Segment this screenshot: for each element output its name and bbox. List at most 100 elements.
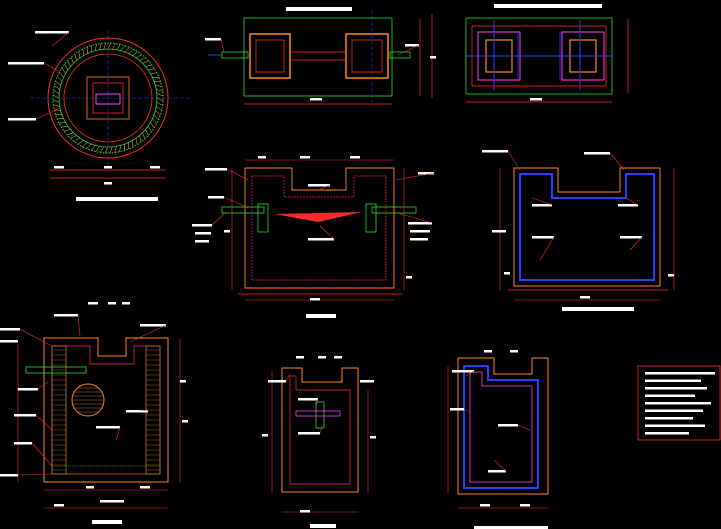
small-section-pipe <box>315 401 325 429</box>
small-section-inner-wall <box>289 375 351 485</box>
dimension-text <box>310 298 320 301</box>
ring-hatch-tick <box>52 99 60 103</box>
annotation-label <box>532 236 554 239</box>
annotation-label <box>192 224 212 227</box>
annotation-leader <box>285 373 291 382</box>
plan-a-chamber-right-wall <box>345 33 389 79</box>
dimension-text <box>484 350 492 353</box>
ring-hatch-tick <box>90 45 93 52</box>
dimension-text <box>86 486 94 489</box>
top-plan-b-view <box>465 17 629 103</box>
annotation-label <box>492 230 506 233</box>
note-line <box>645 387 707 390</box>
ring-hatch-tick <box>67 132 74 136</box>
annotation-label <box>418 172 434 175</box>
notes-box-lines <box>645 372 715 435</box>
ring-hatch-tick <box>156 102 163 106</box>
dimension-text <box>310 98 322 101</box>
annotation-leader <box>395 172 435 181</box>
ring-hatch-tick <box>99 43 102 50</box>
annotation-leader <box>31 442 53 467</box>
ring-hatch-tick <box>123 144 126 151</box>
ring-hatch-tick <box>57 76 63 82</box>
annotation-label <box>8 62 44 65</box>
annotation-leader <box>539 236 555 261</box>
dimension-text <box>140 486 150 489</box>
ring-hatch-tick <box>155 110 161 116</box>
annotation-label <box>620 236 642 239</box>
detail-outer-wall <box>43 337 169 483</box>
annotation-label <box>268 380 286 383</box>
annotation-leader <box>43 62 61 73</box>
dimension-text <box>296 356 304 359</box>
annotation-label <box>54 314 78 317</box>
ring-hatch-tick <box>64 64 69 71</box>
view-title-bar <box>474 526 548 529</box>
annotation-leader <box>37 381 49 390</box>
annotation-leader <box>220 38 225 53</box>
dimension-text <box>54 504 64 507</box>
annotation-label <box>140 324 166 327</box>
ring-hatch-tick <box>53 104 60 107</box>
dimension-text <box>258 156 266 159</box>
longitudinal-section-view <box>221 159 417 301</box>
ring-hatch-tick <box>67 60 71 67</box>
dimension-text <box>300 156 310 159</box>
ring-hatch-tick <box>120 45 126 51</box>
annotation-label <box>405 44 419 47</box>
annotation-label <box>410 230 430 233</box>
long-section-inlet-tee <box>257 203 269 233</box>
ring-hatch-tick <box>61 125 68 128</box>
long-section-inlet-pipe <box>221 206 265 214</box>
ring-hatch-tick <box>135 138 138 145</box>
annotation-leader <box>629 236 643 251</box>
small-section-right-outer <box>457 357 549 495</box>
annotation-leader <box>531 197 553 206</box>
ring-hatch-tick <box>54 109 61 111</box>
dimension-text <box>300 510 310 513</box>
ring-hatch-tick <box>86 143 92 149</box>
ring-hatch-tick <box>128 49 134 54</box>
ring-hatch-tick <box>90 145 96 151</box>
annotation-label <box>618 204 638 207</box>
plan-a-outlet-pipe <box>389 51 411 59</box>
ring-hatch-tick <box>156 97 164 101</box>
annotation-leader <box>35 107 61 120</box>
ring-hatch-tick <box>124 47 130 53</box>
annotation-label <box>308 238 334 241</box>
drawing-labels <box>0 4 674 529</box>
view-title-bar <box>92 520 122 524</box>
annotation-label <box>0 340 18 343</box>
annotation-leader <box>129 324 167 343</box>
ring-hatch-tick <box>53 90 60 94</box>
annotation-label <box>408 222 432 225</box>
ring-hatch-tick <box>145 129 149 136</box>
ring-hatch-tick <box>78 51 81 58</box>
dimension-text <box>520 504 530 507</box>
annotation-label <box>126 410 148 413</box>
view-title-bar <box>286 7 352 11</box>
dimension-text <box>334 356 342 359</box>
dimension-text <box>88 302 98 305</box>
annotation-leader <box>226 168 249 181</box>
annotation-leader <box>393 211 433 224</box>
annotation-leader <box>51 31 70 47</box>
annotation-label <box>195 240 209 243</box>
annotation-leader <box>493 459 507 472</box>
view-title-bar <box>494 4 602 8</box>
annotation-leader <box>19 328 53 347</box>
note-line <box>645 424 705 427</box>
ring-hatch-tick <box>139 57 146 61</box>
annotation-leader <box>463 408 471 413</box>
annotation-label <box>205 168 227 171</box>
long-section-outlet-pipe <box>371 206 417 214</box>
ring-hatch-tick <box>109 146 113 154</box>
ring-hatch-tick <box>55 113 62 116</box>
annotation-label <box>100 500 124 503</box>
dimension-text <box>224 230 230 233</box>
dimension-text <box>350 156 360 159</box>
plan-a-chamber-left-wall <box>249 33 291 79</box>
ring-hatch-tick <box>142 132 146 139</box>
